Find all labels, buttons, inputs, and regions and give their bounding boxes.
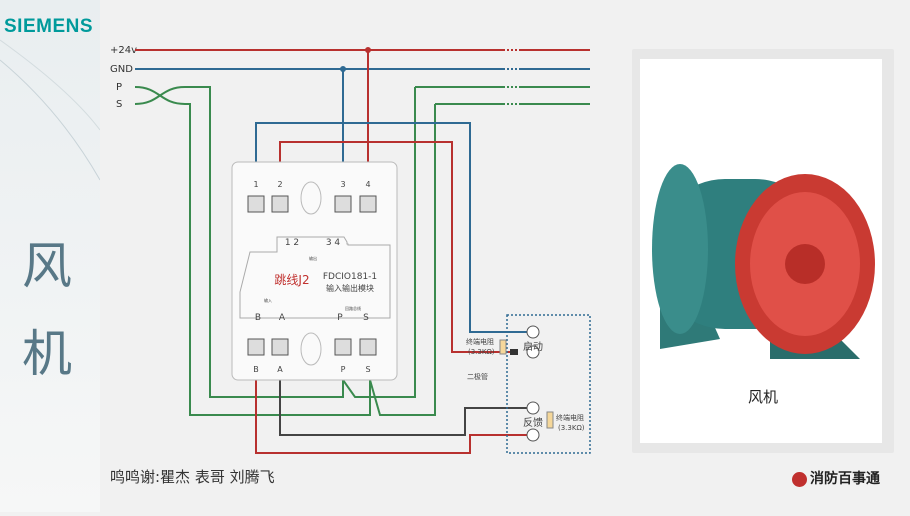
diagram-shape [340,66,346,72]
photo-caption: 风机 [748,388,779,406]
bus-label-gnd: GND [110,64,133,75]
diagram-shape [334,195,352,213]
diagram-shape [0,39,101,131]
diagram-shape [507,49,518,105]
wire-t2-diode [279,141,513,353]
fan-photo [640,59,882,443]
bus-label-24v: +24v [110,45,137,56]
resistor-1 [499,339,507,355]
diagram-shape [247,338,265,356]
diagram-shape: 1 2 3 4 B A P S 1 2 3 4 输出 输入 回路总线 B A P S 跳线J2 FD… [253,180,377,374]
diagram-label: (3.3KΩ) [558,424,585,432]
diagram-label: 3 [340,180,345,189]
diagram-shape [271,195,289,213]
diagram-shape [271,338,289,356]
start-label: 启动 [523,340,543,353]
terminal-screws [247,195,377,356]
module-name: 输入输出模块 [326,283,374,293]
diagram-shape [0,59,101,181]
io-module [231,161,398,381]
diagram-label: S [365,365,370,374]
wire-b-feedback [255,380,533,454]
footer-logo: 消防百事通 [792,468,880,488]
diagram-label: 2 [277,180,282,189]
diagram-shape [359,338,377,356]
diagram-shape [247,195,265,213]
diagram-label: 输入 [264,297,272,303]
wire-t1-start [255,122,533,333]
diagram-label: 回路总线 [345,305,361,311]
diagram-label: 4 [365,180,370,189]
bus-label-s: S [116,99,122,110]
feedback-label: 反馈 [523,416,543,429]
diagram-shape [505,45,519,109]
diagram-shape [359,195,377,213]
diagram-label: A [277,365,283,374]
title-char-1: 风 [22,237,72,295]
diagram-shape [239,236,391,319]
diagram-label: B [253,365,259,374]
diagram-shape [365,47,371,53]
fan-image [652,164,875,359]
diagram-label: S [363,313,369,323]
diagram-shape: 启动 反馈 终端电阻 (3.3KΩ) 二极管 终端电阻 (3.3KΩ) [466,337,585,432]
diagram-shape [526,325,540,339]
siemens-logo: SIEMENS [4,16,94,37]
diagram-shape [526,401,540,415]
diagram-shape [526,345,540,359]
diagram-label: P [337,313,343,323]
diagram-label: A [279,313,286,323]
diagram-label: 1 [253,180,258,189]
loop-return-wire [342,87,436,416]
diagram-shape [526,428,540,442]
diagram-shape [785,244,825,284]
jumper-label: 跳线J2 [274,273,309,287]
decorative-curves [0,39,101,181]
wire-a-feedback [279,380,533,436]
footer-logo-text: 消防百事通 [810,471,880,487]
diagram-shape: +24v GND P S [110,45,137,110]
diagram-shape [300,332,322,366]
diode [510,349,518,355]
diagram-label: 输出 [309,255,317,261]
diagram-label: 3 4 [326,238,341,248]
module-model: FDCIO181-1 [323,272,377,282]
diagram-label: P [341,365,346,374]
diagram-shape [505,45,519,109]
diagram-label: B [255,313,261,323]
diagram-shape [652,164,708,334]
diagram-shape [334,338,352,356]
diagram-label: 1 2 [285,238,299,248]
diagram-label: 终端电阻 [466,337,494,346]
field-device-box [506,314,591,454]
bus-ps-wire [134,86,590,416]
logo-icon [792,471,807,487]
diagram-label: 终端电阻 [556,413,584,422]
diagram-shape [300,181,322,215]
credits: 鸣鸣谢:瞿杰 表哥 刘腾飞 [110,468,275,486]
diagram-shape [526,325,540,442]
bus-label-p: P [116,82,122,93]
diagram-label: 二极管 [467,372,488,381]
resistor-2 [546,411,554,429]
diagram-label: (3.3KΩ) [468,348,495,356]
left-panel [0,0,101,512]
title-char-2: 机 [22,325,72,383]
diagram-shape [134,86,186,105]
